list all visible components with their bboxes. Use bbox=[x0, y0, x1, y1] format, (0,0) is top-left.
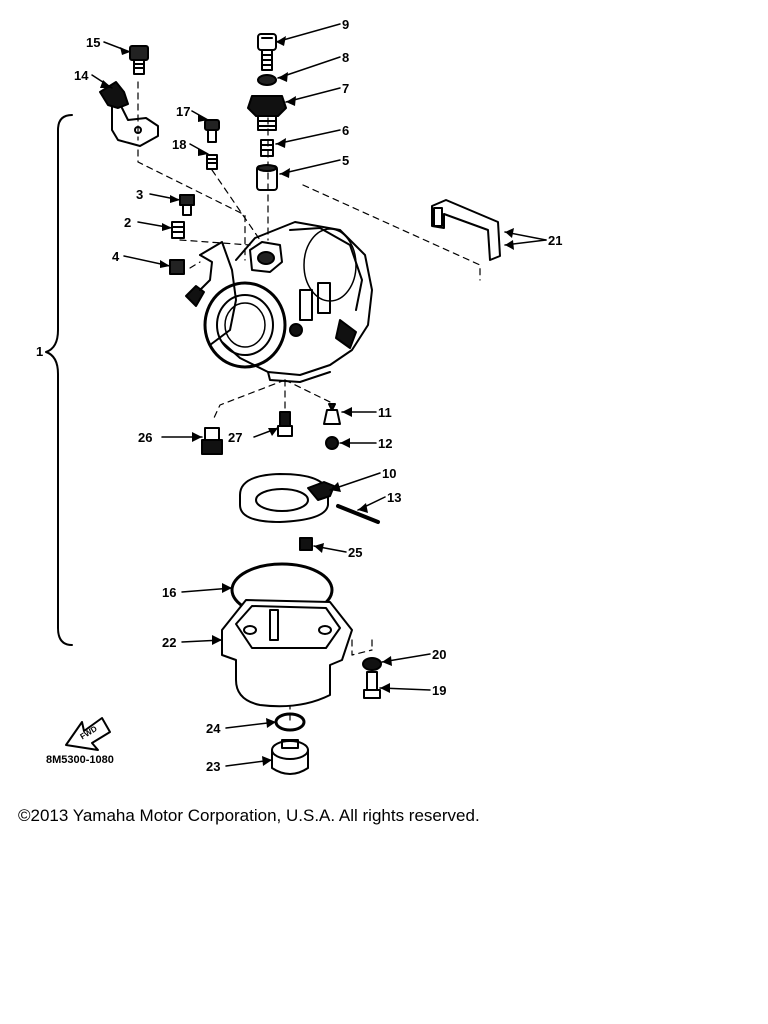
float-pin-part-13 bbox=[336, 504, 380, 524]
clip-part-12 bbox=[325, 436, 339, 450]
callout-20: 20 bbox=[432, 647, 446, 662]
spring-part-18 bbox=[206, 154, 218, 170]
callout-12: 12 bbox=[378, 436, 392, 451]
callout-18: 18 bbox=[172, 137, 186, 152]
main-nozzle-part-27 bbox=[277, 411, 293, 437]
callout-21: 21 bbox=[548, 233, 562, 248]
needle-seat-part-5 bbox=[256, 164, 278, 191]
callout-4: 4 bbox=[112, 249, 120, 264]
carburetor-exploded-diagram: 1 2 3 4 5 6 7 8 9 10 11 12 13 14 15 16 1… bbox=[36, 17, 562, 775]
callout-5: 5 bbox=[342, 153, 349, 168]
stop-screw-part-4 bbox=[169, 259, 185, 275]
callout-8: 8 bbox=[342, 50, 349, 65]
callout-9: 9 bbox=[342, 17, 349, 32]
callout-17: 17 bbox=[176, 104, 190, 119]
alignment-lines bbox=[137, 81, 481, 721]
callout-27: 27 bbox=[228, 430, 242, 445]
main-jet-part-25 bbox=[299, 537, 313, 551]
pilot-air-screw-part-3 bbox=[179, 194, 195, 216]
copyright-text: ©2013 Yamaha Motor Corporation, U.S.A. A… bbox=[18, 806, 480, 825]
callout-1: 1 bbox=[36, 344, 43, 359]
callout-25: 25 bbox=[348, 545, 362, 560]
callout-13: 13 bbox=[387, 490, 401, 505]
float-part-10 bbox=[239, 473, 335, 523]
needle-valve-part-11 bbox=[323, 403, 341, 425]
callout-24: 24 bbox=[206, 721, 221, 736]
callout-15: 15 bbox=[86, 35, 100, 50]
arrowheads bbox=[100, 36, 514, 766]
bolt-part-15 bbox=[129, 45, 149, 75]
callout-2: 2 bbox=[124, 215, 131, 230]
top-screw-part-9 bbox=[257, 33, 277, 71]
callout-3: 3 bbox=[136, 187, 143, 202]
pilot-jet-part-26 bbox=[201, 427, 223, 455]
fwd-arrow-icon bbox=[65, 717, 111, 751]
callout-16: 16 bbox=[162, 585, 176, 600]
callout-22: 22 bbox=[162, 635, 176, 650]
carburetor-body bbox=[185, 221, 373, 383]
float-chamber-part-22 bbox=[221, 599, 353, 708]
callout-6: 6 bbox=[342, 123, 349, 138]
washer-part-8 bbox=[257, 74, 277, 86]
hose-guide-part-21 bbox=[431, 199, 501, 261]
callout-23: 23 bbox=[206, 759, 220, 774]
callout-7: 7 bbox=[342, 81, 349, 96]
callout-10: 10 bbox=[382, 466, 396, 481]
spring-part-6 bbox=[260, 139, 274, 157]
drain-plug-part-23 bbox=[271, 739, 309, 775]
bracket-part-14 bbox=[99, 81, 159, 147]
washer-part-20 bbox=[362, 657, 382, 671]
callout-19: 19 bbox=[432, 683, 446, 698]
plunger-cap-part-7 bbox=[247, 95, 287, 131]
spring-part-2 bbox=[171, 221, 185, 239]
callout-26: 26 bbox=[138, 430, 152, 445]
callout-11: 11 bbox=[378, 405, 392, 420]
callout-14: 14 bbox=[74, 68, 89, 83]
assembly-brace bbox=[45, 114, 73, 646]
drawing-code: 8M5300-1080 bbox=[46, 754, 114, 766]
screw-part-19 bbox=[363, 671, 381, 699]
screw-part-17 bbox=[204, 119, 220, 143]
